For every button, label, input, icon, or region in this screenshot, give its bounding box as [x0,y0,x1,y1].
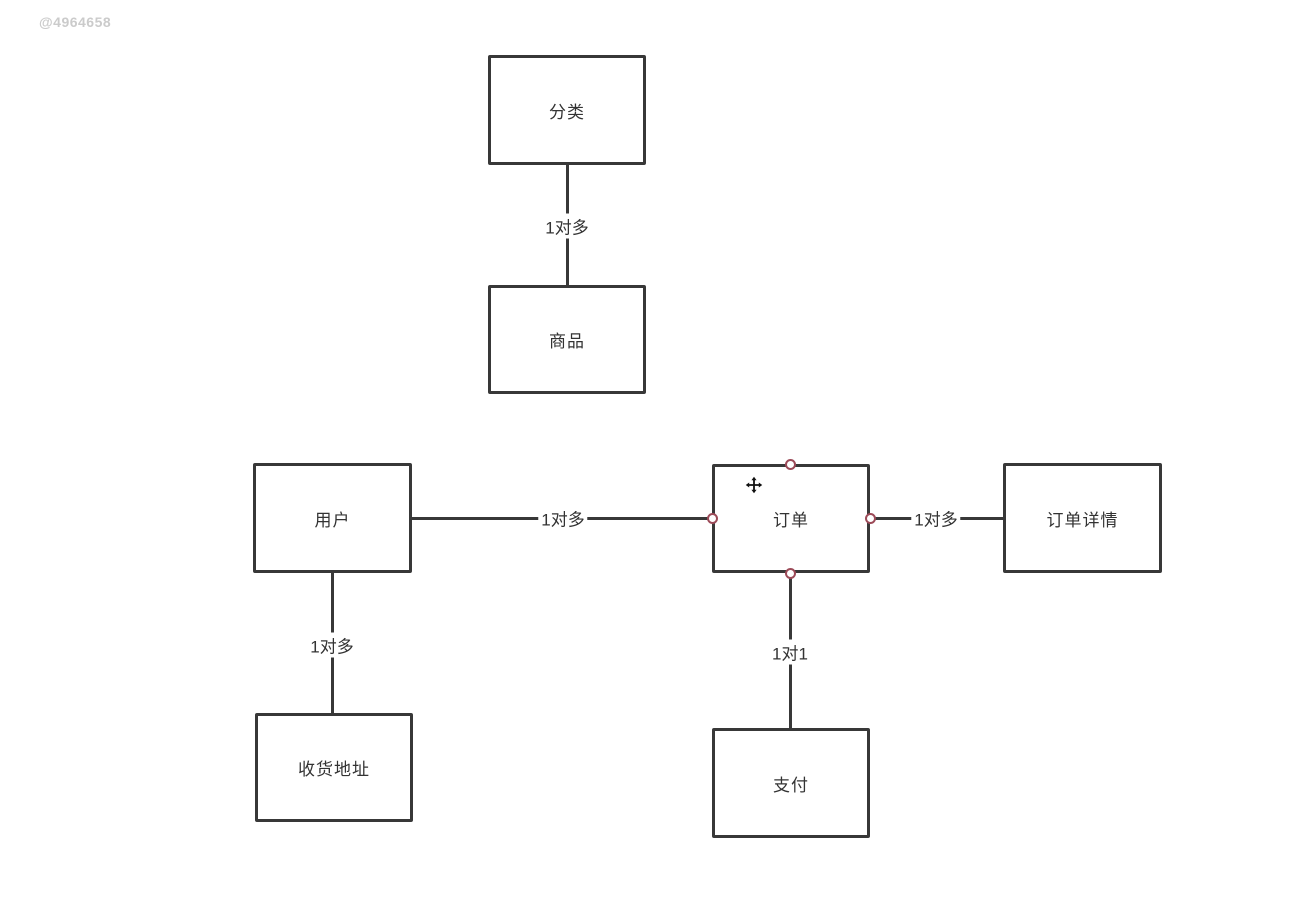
entity-box-user[interactable]: 用户 [253,463,412,573]
edge-label-user-address: 1对多 [307,632,357,658]
entity-box-order-detail[interactable]: 订单详情 [1003,463,1162,573]
connection-handle-right[interactable] [864,512,876,524]
connection-handle-bottom[interactable] [784,567,796,579]
edge-label-user-order: 1对多 [538,505,588,531]
edge-label-order-payment: 1对1 [769,639,811,665]
move-icon[interactable] [745,476,763,494]
entity-box-product[interactable]: 商品 [488,285,646,394]
entity-box-category[interactable]: 分类 [488,55,646,165]
entity-box-shipping-address[interactable]: 收货地址 [255,713,413,822]
connection-handle-left[interactable] [706,512,718,524]
entity-box-order[interactable]: 订单 [712,464,870,573]
connection-handle-top[interactable] [784,458,796,470]
entity-label: 订单 [773,511,809,530]
entity-box-payment[interactable]: 支付 [712,728,870,838]
entity-label: 订单详情 [1046,510,1119,530]
entity-label: 用户 [314,510,351,530]
entity-label: 支付 [773,775,809,795]
edge-label-category-product: 1对多 [542,213,592,239]
entity-label: 商品 [549,332,585,351]
watermark-label: @4964658 [39,14,112,30]
edge-label-order-orderdetail: 1对多 [911,505,961,531]
entity-label: 分类 [549,102,585,122]
entity-label: 收货地址 [298,760,370,779]
